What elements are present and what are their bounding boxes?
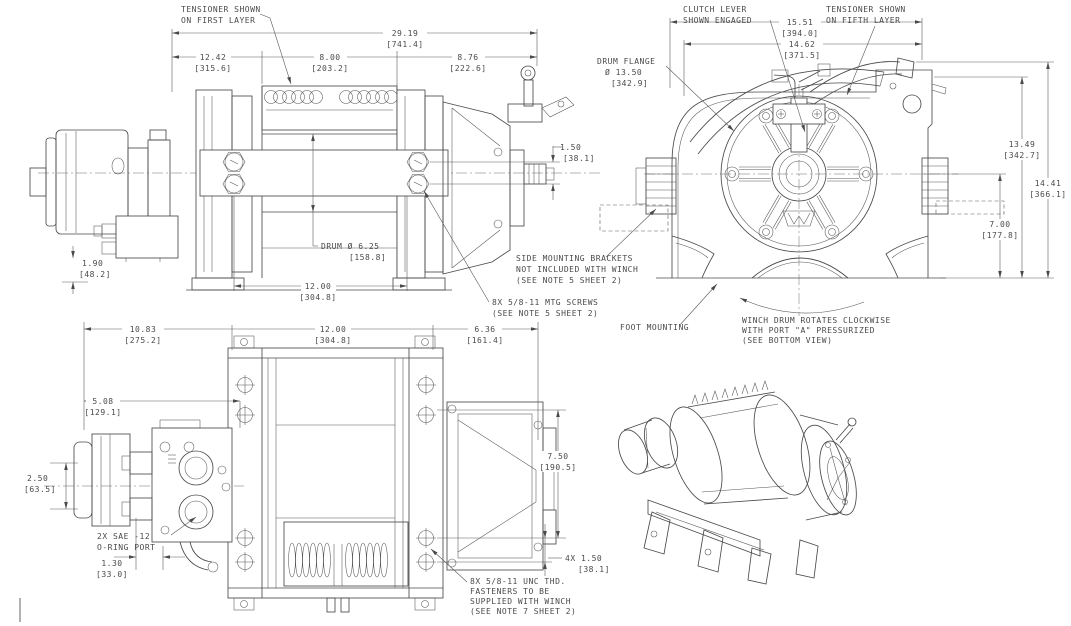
dim-valve-section-mm: [129.1] [84,408,121,417]
rotation-arrow [739,297,865,314]
dim-screw-offset-in: 1.50 [560,143,581,152]
dim-height-overall-in: 14.41 [1035,179,1062,188]
dim-hole-pitch-in: 4X 1.50 [565,554,602,563]
rotation-note-line3: (SEE BOTTOM VIEW) [742,336,832,345]
tensioner-fifth-layer-label-line2: ON FIFTH LAYER [826,16,900,25]
foot-mounting-label: FOOT MOUNTING [620,323,689,332]
side-brackets-label-line3: (SEE NOTE 5 SHEET 2) [516,276,622,285]
tensioner-first-layer-label-line2: ON FIRST LAYER [181,16,255,25]
drum-flange-label-line1: DRUM FLANGE [597,57,655,66]
dim-drum-dia-mm: [158.8] [349,253,386,262]
unc-note-line3: SUPPLIED WITH WINCH [470,597,571,606]
tensioner-first-layer-label-line1: TENSIONER SHOWN [181,5,261,14]
drum-flange-label-line3: [342.9] [611,79,648,88]
sae-port-label-line1: 2X SAE -12 [97,532,150,541]
isometric-view-linework [618,380,857,585]
dim-height-body-mm: [342.7] [1003,151,1040,160]
front-view-linework [599,57,1005,316]
dim-width-body-in: 14.62 [789,40,816,49]
mtg-screws-label-line2: (SEE NOTE 5 SHEET 2) [492,309,598,318]
plan-view-linework [44,335,557,613]
dim-motor-section-in: 10.83 [130,325,157,334]
rotation-note-line1: WINCH DRUM ROTATES CLOCKWISE [742,316,891,325]
dim-overall-in: 29.19 [392,29,419,38]
dim-clutch-section-in: 6.36 [474,325,495,334]
dim-valve-section-in: 5.08 [92,397,113,406]
clutch-lever-label-line1: CLUTCH LEVER [683,5,747,14]
dim-mount-span-in: 12.00 [305,282,332,291]
side-view-labels: TENSIONER SHOWN ON FIRST LAYER 8X 5/8-11… [181,5,657,318]
drum-flange-label-line2: Ø 13.50 [605,67,642,77]
dim-width-overall-in: 15.51 [787,18,814,27]
front-view-labels: CLUTCH LEVER SHOWN ENGAGED TENSIONER SHO… [620,5,906,345]
tensioner-fifth-layer-label-line1: TENSIONER SHOWN [826,5,906,14]
dim-width-overall-mm: [394.0] [781,29,818,38]
dim-valve-drop-mm: [48.2] [79,270,111,279]
front-view-dimensions: 15.51 [394.0] 14.62 [371.5] 13.49 [342.7… [597,17,1070,279]
dim-frame-width-in: 12.00 [320,325,347,334]
dim-height-body-in: 13.49 [1009,140,1036,149]
side-view-dimensions: 29.19 [741.4] 12.42 [315.6] 8.00 [203.2]… [62,28,595,302]
side-brackets-label-line1: SIDE MOUNTING BRACKETS [516,254,633,263]
dashed-side-bracket-left [599,204,669,232]
dim-drum-section-in: 8.00 [319,53,340,62]
cable-coil-first-layer [264,90,398,104]
dim-frame-width-mm: [304.8] [314,336,351,345]
dashed-side-bracket-right [935,200,1005,215]
unc-note-line2: FASTENERS TO BE [470,587,550,596]
dim-centerline-height-in: 7.00 [989,220,1010,229]
dim-height-overall-mm: [366.1] [1029,190,1066,199]
dim-clutch-section-mm: [161.4] [466,336,503,345]
dim-drum-section-mm: [203.2] [311,64,348,73]
dim-width-body-mm: [371.5] [783,51,820,60]
unc-note-line4: (SEE NOTE 7 SHEET 2) [470,607,576,616]
dim-hole-span-mm: [190.5] [539,463,576,472]
dim-port-spacing-mm: [63.5] [24,485,56,494]
dim-valve-drop-in: 1.90 [82,259,103,268]
dim-motor-section-mm: [275.2] [124,336,161,345]
dim-right-section-mm: [222.6] [449,64,486,73]
side-brackets-label-line2: NOT INCLUDED WITH WINCH [516,265,638,274]
dim-mount-span-mm: [304.8] [299,293,336,302]
dim-left-section-in: 12.42 [200,53,227,62]
brand-logo [782,210,816,227]
dim-left-section-mm: [315.6] [194,64,231,73]
dim-overall-mm: [741.4] [386,40,423,49]
dim-right-section-in: 8.76 [457,53,478,62]
dim-hole-span-in: 7.50 [547,452,568,461]
plan-view-labels: 2X SAE -12 O-RING PORT 8X 5/8-11 UNC THD… [97,516,576,616]
dim-port-offset-in: 1.30 [101,559,122,568]
plan-view-dimensions: 10.83 [275.2] 12.00 [304.8] 6.36 [161.4]… [24,322,610,579]
dim-drum-dia-label: DRUM Ø 6.25 [321,241,379,251]
side-view-linework [29,65,600,291]
dim-screw-offset-mm: [38.1] [563,154,595,163]
cable-coil-plan [288,542,388,578]
sae-port-label-line2: O-RING PORT [97,543,155,552]
rotation-note-line2: WITH PORT "A" PRESSURIZED [742,326,875,335]
dim-centerline-height-mm: [177.8] [981,231,1018,240]
dim-port-spacing-in: 2.50 [27,474,48,483]
clutch-lever-label-line2: SHOWN ENGAGED [683,16,752,25]
unc-note-line1: 8X 5/8-11 UNC THD. [470,577,566,586]
dim-hole-pitch-mm: [38.1] [578,565,610,574]
mtg-screws-label-line1: 8X 5/8-11 MTG SCREWS [492,298,598,307]
dim-port-offset-mm: [33.0] [96,570,128,579]
